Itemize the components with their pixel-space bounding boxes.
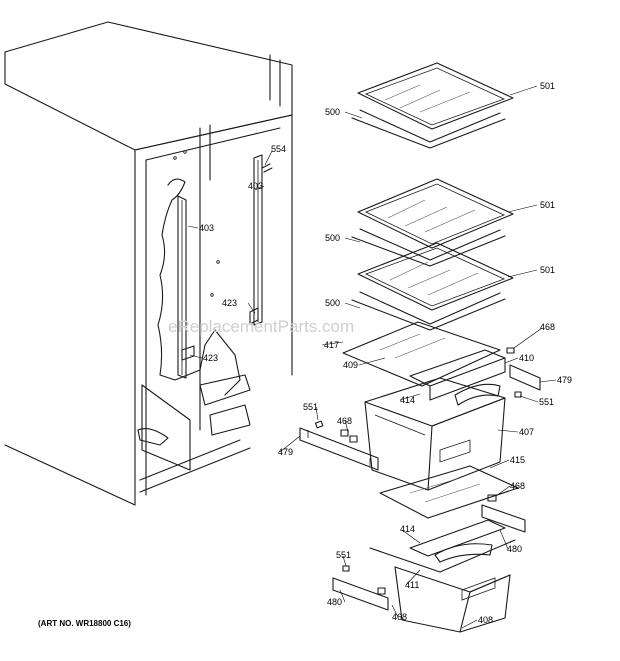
callout-labels: 501 500 554 403 403 501 500 501 423 500 … <box>199 81 572 625</box>
cabinet <box>4 21 293 506</box>
shelf-501-low <box>351 242 514 331</box>
callout-label: 468 <box>540 322 555 332</box>
crisper-drawer-408 <box>369 539 516 633</box>
callout-label: 479 <box>278 447 293 457</box>
callout-label: 423 <box>222 298 237 308</box>
callout-label: 468 <box>510 481 525 491</box>
callout-label: 551 <box>539 397 554 407</box>
callout-label: 408 <box>478 615 493 625</box>
callout-label: 501 <box>540 200 555 210</box>
crisper-drawer-407 <box>364 377 506 491</box>
callout-label: 500 <box>325 233 340 243</box>
callout-label: 501 <box>540 265 555 275</box>
shelf-rails <box>177 154 273 379</box>
callout-label: 468 <box>337 416 352 426</box>
callout-label: 411 <box>405 580 419 590</box>
callout-label: 551 <box>336 550 351 560</box>
leader-lines <box>187 85 557 629</box>
shelf-501-mid <box>351 178 514 267</box>
callout-label: 468 <box>392 612 407 622</box>
callout-label: 414 <box>400 395 415 405</box>
callout-label: 501 <box>540 81 555 91</box>
shelf-501-top <box>351 62 514 149</box>
callout-label: 500 <box>325 298 340 308</box>
callout-label: 410 <box>519 353 534 363</box>
callout-label: 409 <box>343 360 358 370</box>
callout-label: 407 <box>519 427 534 437</box>
callout-label: 415 <box>510 455 525 465</box>
callout-label: 479 <box>557 375 572 385</box>
drawer-frame-upper <box>409 349 506 406</box>
callout-label: 480 <box>327 597 342 607</box>
callout-label: 417 <box>324 340 339 350</box>
callout-label: 423 <box>203 353 218 363</box>
callout-label: 554 <box>271 144 286 154</box>
drawer-frame-lower <box>409 519 506 563</box>
art-number: (ART NO. WR18800 C16) <box>38 619 131 628</box>
glass-415 <box>379 465 519 519</box>
callout-label: 403 <box>199 223 214 233</box>
fasteners <box>314 347 522 595</box>
watermark: eReplacementParts.com <box>168 317 354 336</box>
callout-label: 414 <box>400 524 415 534</box>
callout-label: 480 <box>507 544 522 554</box>
callout-label: 500 <box>325 107 340 117</box>
glass-409 <box>342 321 501 387</box>
callout-label: 551 <box>303 402 318 412</box>
callout-label: 403 <box>248 181 263 191</box>
